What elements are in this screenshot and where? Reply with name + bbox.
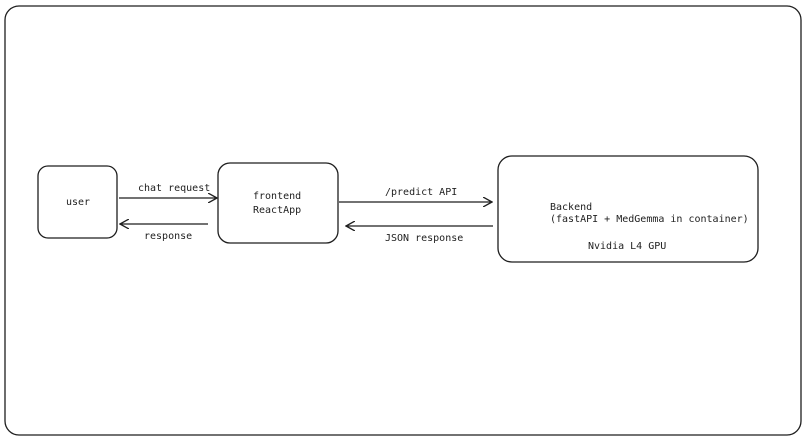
response-label: response bbox=[144, 231, 193, 242]
frontend-node-label-line2: ReactApp bbox=[253, 205, 302, 216]
frontend-node-box bbox=[217, 162, 339, 244]
user-node-box bbox=[37, 165, 118, 239]
chat-request-label: chat request bbox=[138, 183, 211, 194]
outer-frame bbox=[4, 5, 802, 436]
frontend-node-label-line1: frontend bbox=[253, 191, 302, 202]
json-response-label: JSON response bbox=[385, 233, 464, 244]
predict-api-label: /predict API bbox=[385, 187, 458, 198]
backend-node-label-line2: (fastAPI + MedGemma in container) bbox=[550, 214, 749, 225]
backend-node-box bbox=[497, 155, 759, 263]
user-node-label: user bbox=[66, 197, 91, 208]
backend-node-label-line1: Backend bbox=[550, 202, 593, 213]
backend-node-label-line3: Nvidia L4 GPU bbox=[588, 241, 667, 252]
